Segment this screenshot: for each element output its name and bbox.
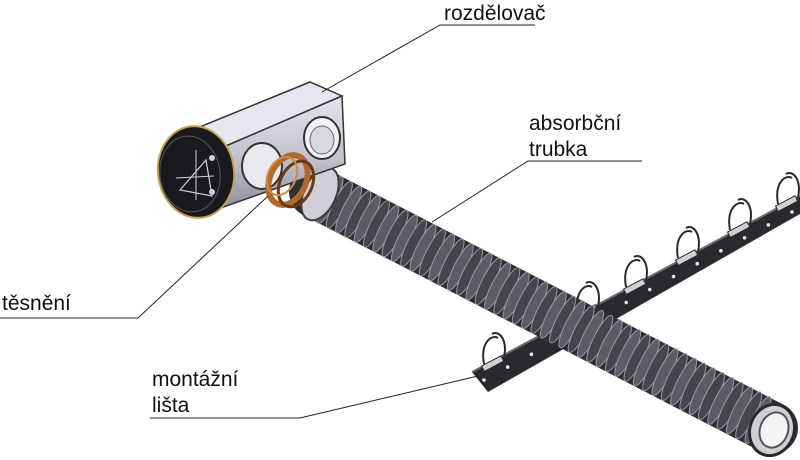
label-distributor: rozdělovač (444, 2, 546, 25)
rail-clips (480, 172, 800, 373)
leader-absorber (431, 160, 642, 223)
rail-hole (648, 287, 652, 292)
rail-clip (676, 226, 700, 259)
rail-clip (728, 198, 752, 231)
rail-hole (482, 378, 486, 382)
rail-hole (624, 300, 628, 305)
seal-ring (265, 152, 316, 209)
label-rail-line1: montážní (152, 368, 239, 391)
rail-hole (790, 210, 794, 214)
rail-hole (742, 236, 747, 240)
tube-corrugation-ribs (316, 176, 772, 444)
leader-seal (0, 195, 269, 319)
rail-hole (719, 249, 723, 253)
rail-hole (695, 261, 699, 266)
label-absorber-line1: absorbční (529, 112, 621, 135)
rail-clip (624, 255, 648, 288)
label-seal: těsnění (2, 292, 71, 315)
rail-hole (671, 274, 676, 279)
leader-distributor (321, 24, 535, 93)
rail-clip (482, 332, 506, 365)
rail-hole (505, 365, 510, 369)
leader-rail (150, 375, 479, 419)
label-rail-line2: lišta (152, 394, 190, 417)
absorber-tube (289, 166, 798, 458)
rail-clip (776, 172, 800, 205)
rail-hole (529, 352, 534, 357)
label-absorber-line2: trubka (529, 138, 588, 161)
leader-lines (0, 24, 642, 419)
distributor-end-cap (156, 125, 236, 219)
rail-hole (766, 223, 771, 227)
